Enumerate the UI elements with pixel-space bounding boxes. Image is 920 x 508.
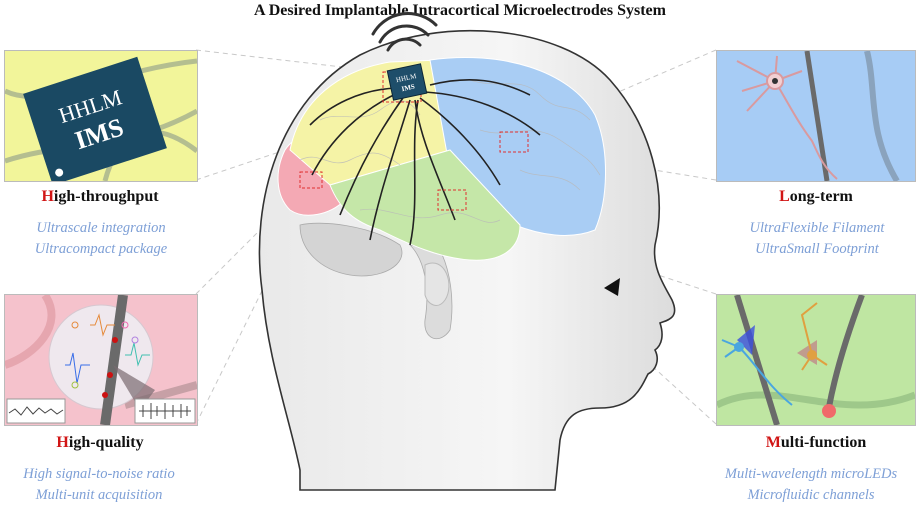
diagram-title: A Desired Implantable Intracortical Micr… [254, 2, 666, 19]
high-throughput-panel: HHLM IMS [4, 50, 198, 182]
neuron-icon [736, 55, 838, 180]
feature-heading-long-term: Long-term [779, 188, 853, 205]
brain-gyri [299, 79, 601, 223]
ear [424, 262, 450, 306]
parietal-lobe [429, 57, 606, 236]
chip-icon: HHLM IMS [23, 56, 167, 181]
temporal-lobe [329, 149, 521, 261]
long-term-panel [716, 50, 916, 182]
eye-icon [604, 278, 620, 296]
multi-function-panel [716, 294, 916, 426]
filaments [309, 79, 541, 246]
chip-icon: HHLM IMS [386, 63, 428, 101]
feature-heading-multi-function: Multi-function [765, 434, 867, 451]
microled-icon [737, 325, 755, 355]
neuron-icon [721, 339, 793, 406]
feature-heading-high-throughput: High-throughput [41, 188, 159, 205]
feature-heading-high-quality: High-quality [56, 434, 144, 451]
high-quality-panel [4, 294, 198, 426]
wireless-icon [371, 11, 438, 52]
svg-text:IMS: IMS [401, 83, 416, 94]
